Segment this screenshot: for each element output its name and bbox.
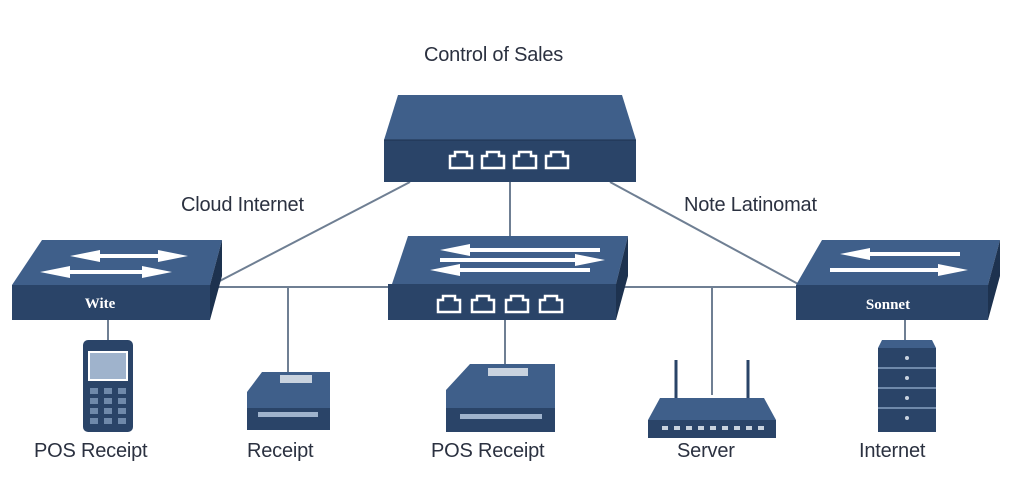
ethernet-ports-icon [436, 294, 564, 314]
link-label-right: Note Latinomat [684, 194, 817, 216]
endpoint-label-5: Internet [859, 440, 926, 462]
endpoint-label-4: Server [677, 440, 735, 462]
link-top-to-right [609, 181, 801, 286]
right-switch-label: Sonnet [866, 297, 910, 313]
endpoint-label-1: POS Receipt [34, 440, 148, 462]
right-switch-icon: Sonnet [796, 240, 1000, 320]
arrows-icon [430, 244, 605, 276]
diagram-title: Control of Sales [424, 44, 564, 66]
router-icon [384, 95, 636, 182]
left-switch-label: Wite [85, 296, 116, 312]
endpoint-label-2: Receipt [247, 440, 314, 462]
center-switch-icon [388, 236, 628, 320]
arrows-icon [40, 250, 188, 278]
pos-printer-icon [446, 364, 555, 432]
link-top-to-left [211, 181, 411, 286]
ethernet-ports-icon [448, 150, 570, 170]
endpoint-label-3: POS Receipt [431, 440, 545, 462]
receipt-printer-icon [247, 372, 330, 430]
arrows-icon [830, 248, 968, 276]
server-tower-icon [878, 340, 936, 432]
wireless-router-icon [648, 360, 776, 438]
left-switch-icon: Wite [12, 240, 222, 320]
link-label-left: Cloud Internet [181, 194, 304, 216]
pos-terminal-icon [83, 340, 133, 432]
